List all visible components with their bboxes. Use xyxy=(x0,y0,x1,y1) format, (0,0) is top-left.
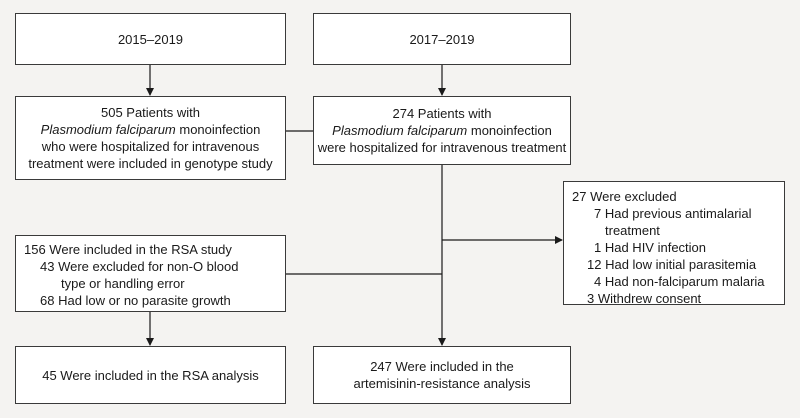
rsa-study-item-excluded: 43 Were excluded for non-O blood xyxy=(40,259,239,274)
box-period-2017-2019-label: 2017–2019 xyxy=(409,31,475,47)
box-505-line3: who were hospitalized for intravenous xyxy=(41,139,260,154)
box-274-patients: 274 Patients with Plasmodium falciparum … xyxy=(313,96,571,165)
box-274-line3: were hospitalized for intravenous treatm… xyxy=(317,140,567,155)
box-274-line2: Plasmodium falciparum monoinfection xyxy=(332,123,552,138)
rsa-study-title: 156 Were included in the RSA study xyxy=(24,242,232,257)
excluded-item-non-falciparum: 4 Had non-falciparum malaria xyxy=(594,274,765,289)
species-name: Plasmodium falciparum xyxy=(332,123,468,138)
box-505-patients: 505 Patients with Plasmodium falciparum … xyxy=(15,96,286,180)
artemisinin-line2: artemisinin-resistance analysis xyxy=(353,376,531,391)
rsa-study-item-excluded-cont: type or handling error xyxy=(61,276,185,291)
box-excluded: 27 Were excluded 7 Had previous antimala… xyxy=(563,181,785,306)
box-505-line2: Plasmodium falciparum monoinfection xyxy=(40,122,261,137)
excluded-item-previous-antimalarial: 7 Had previous antimalarial xyxy=(594,206,752,221)
box-artemisinin-analysis: 247 Were included in the artemisinin-res… xyxy=(313,346,571,404)
excluded-item-withdrew: 3 Withdrew consent xyxy=(587,291,702,306)
excluded-item-previous-antimalarial-cont: treatment xyxy=(605,223,660,238)
box-505-line1: 505 Patients with xyxy=(100,105,200,120)
artemisinin-line1: 247 Were included in the xyxy=(370,359,514,374)
rsa-analysis-label: 45 Were included in the RSA analysis xyxy=(42,367,259,383)
species-name: Plasmodium falciparum xyxy=(40,122,176,137)
excluded-item-hiv: 1 Had HIV infection xyxy=(594,240,707,255)
box-274-line1: 274 Patients with xyxy=(392,106,492,121)
box-rsa-analysis: 45 Were included in the RSA analysis xyxy=(15,346,286,404)
excluded-title: 27 Were excluded xyxy=(572,189,677,204)
box-period-2015-2019-label: 2015–2019 xyxy=(117,31,184,47)
rsa-study-item-low-growth: 68 Had low or no parasite growth xyxy=(40,293,231,308)
box-period-2017-2019: 2017–2019 xyxy=(313,13,571,65)
box-505-line4: treatment were included in genotype stud… xyxy=(28,156,273,171)
excluded-item-low-parasitemia: 12 Had low initial parasitemia xyxy=(587,257,757,272)
box-rsa-study: 156 Were included in the RSA study 43 We… xyxy=(15,235,286,312)
box-period-2015-2019: 2015–2019 xyxy=(15,13,286,65)
